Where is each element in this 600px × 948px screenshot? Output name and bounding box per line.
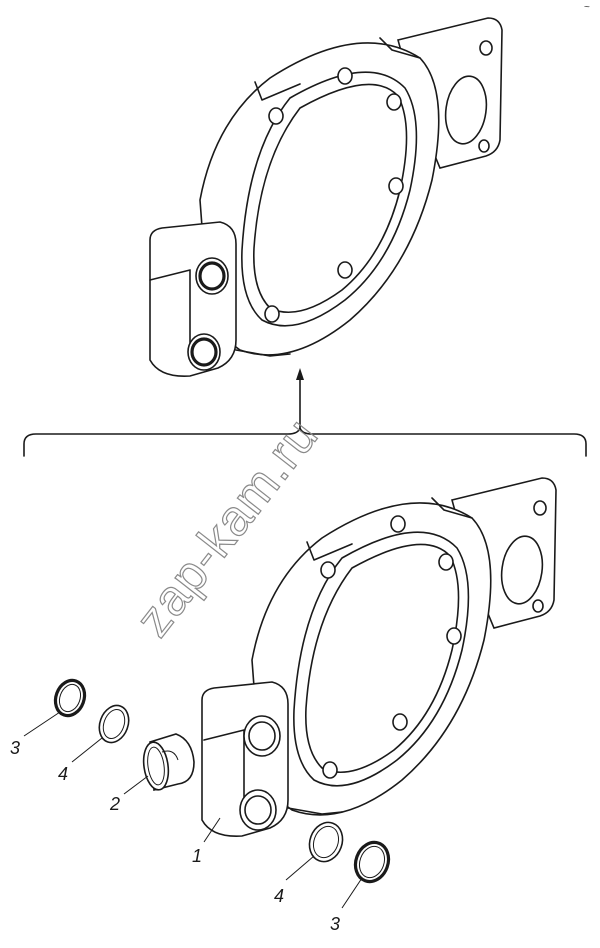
washer-left [98, 704, 130, 744]
callout-part-4-left: 4 [58, 764, 68, 784]
callout-part-4-right: 4 [274, 886, 284, 906]
callout-part-2: 2 [109, 794, 120, 814]
corner-mark: ~ [584, 2, 590, 13]
leader-lines [23, 711, 363, 909]
retaining-ring-right [353, 840, 391, 884]
bushing [142, 733, 195, 792]
callout-part-3-left: 3 [10, 738, 20, 758]
assembled-housing [149, 17, 503, 377]
callout-part-3-right: 3 [330, 914, 340, 934]
retaining-ring-left [53, 678, 87, 718]
grouping-brace [23, 427, 587, 457]
assembly-arrow [296, 368, 304, 429]
washer-right [308, 821, 344, 863]
housing-part [201, 477, 557, 837]
callout-part-1: 1 [192, 846, 202, 866]
